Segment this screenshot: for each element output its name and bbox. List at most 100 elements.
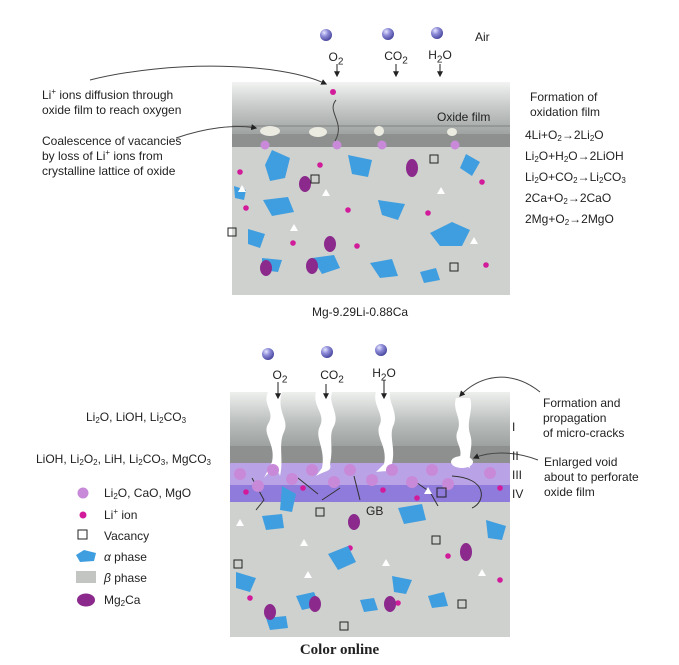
reaction-equation: Li2O+CO2→Li2CO3 bbox=[525, 170, 626, 185]
li-ion bbox=[300, 485, 306, 491]
oxide-circle bbox=[252, 480, 264, 492]
vacancy bbox=[429, 154, 439, 164]
white-triangle bbox=[382, 559, 390, 566]
li-ion bbox=[243, 489, 249, 495]
vacancy bbox=[315, 507, 325, 517]
li-ion bbox=[479, 179, 485, 185]
bottom-molecules bbox=[262, 344, 387, 360]
oxide-circle bbox=[267, 464, 279, 476]
white-triangle bbox=[424, 487, 432, 494]
figure-caption: Color online bbox=[299, 642, 380, 658]
white-triangle bbox=[470, 237, 478, 244]
alloy-label: Mg-9.29Li-0.88Ca bbox=[312, 305, 409, 319]
legend-oxide-label: Li2O, CaO, MgO bbox=[104, 486, 192, 501]
top-oxide-circles bbox=[260, 140, 460, 150]
oxide-circle bbox=[484, 467, 496, 479]
top-alpha-phase bbox=[234, 150, 480, 283]
vacancy bbox=[339, 621, 349, 631]
bottom-gas-co2: CO2 bbox=[320, 368, 344, 386]
micro-cracks-leader-line bbox=[459, 376, 541, 397]
li-ion bbox=[330, 89, 336, 95]
grain-boundary bbox=[297, 477, 319, 495]
oxide-circle bbox=[260, 140, 270, 150]
bottom-gas-h2o: H2O bbox=[372, 366, 396, 384]
top-voids bbox=[260, 126, 457, 137]
white-triangle bbox=[322, 189, 330, 196]
oxide-circle bbox=[344, 464, 356, 476]
reaction-equation: 2Ca+O2→2CaO bbox=[525, 191, 612, 206]
li-ion bbox=[497, 485, 503, 491]
li-ion bbox=[414, 495, 420, 501]
li-ion bbox=[317, 162, 323, 168]
layer-numeral-IV: IV bbox=[512, 487, 524, 501]
molecule-icon bbox=[382, 28, 394, 40]
diffusion-leader-line bbox=[89, 65, 328, 85]
legend-beta-phase-icon bbox=[76, 571, 96, 583]
mg2ca-particle bbox=[299, 176, 311, 192]
vacancies-leader-line bbox=[175, 124, 258, 139]
alpha-phase-grain bbox=[360, 598, 378, 612]
li-ion bbox=[497, 577, 503, 583]
legend-vacancy-icon bbox=[77, 529, 88, 540]
top-vacancies bbox=[227, 154, 459, 272]
micro-crack bbox=[315, 392, 336, 476]
enlarged-void bbox=[451, 456, 473, 468]
mg2ca-particle bbox=[324, 236, 336, 252]
micro-cracks bbox=[264, 392, 473, 478]
mg2ca-particle bbox=[309, 596, 321, 612]
top-molecules bbox=[320, 27, 443, 41]
oxide-circle bbox=[442, 478, 454, 490]
alpha-phase-grain bbox=[265, 150, 290, 181]
alpha-phase-grain bbox=[236, 572, 256, 592]
void bbox=[374, 126, 384, 136]
legend-oxide-circle-icon bbox=[77, 487, 89, 499]
micro-crack bbox=[455, 398, 472, 468]
top-li-ions bbox=[237, 89, 489, 268]
li-ion bbox=[380, 487, 386, 493]
vacancy bbox=[431, 535, 441, 545]
li-ion bbox=[345, 207, 351, 213]
top-mg2ca bbox=[260, 159, 418, 276]
mg2ca-particle bbox=[260, 260, 272, 276]
alpha-phase-grain bbox=[262, 514, 284, 530]
legend-mg2ca-label: Mg2Ca bbox=[104, 593, 141, 608]
legend-mg2ca-icon bbox=[77, 593, 95, 607]
oxide-circle bbox=[386, 464, 398, 476]
legend-li-ion-label: Li+ ion bbox=[104, 507, 138, 523]
bottom-mg2ca bbox=[264, 514, 472, 620]
alpha-phase-grain bbox=[348, 155, 372, 177]
alpha-phase-grain bbox=[430, 222, 470, 246]
mg2ca-particle bbox=[406, 159, 418, 177]
li-ion bbox=[290, 240, 296, 246]
oxide-circle bbox=[426, 464, 438, 476]
legend-alpha-label: α phase bbox=[104, 550, 147, 564]
grain-boundary bbox=[353, 475, 361, 501]
white-triangle bbox=[236, 519, 244, 526]
li-ion bbox=[445, 553, 451, 559]
grain-boundary bbox=[321, 487, 341, 501]
layer-numeral-I: I bbox=[512, 420, 516, 434]
bottom-layer-II bbox=[230, 446, 510, 463]
white-triangle bbox=[300, 539, 308, 546]
vacancy bbox=[457, 599, 467, 609]
white-triangle bbox=[304, 571, 312, 578]
void bbox=[309, 127, 327, 137]
alpha-phase-grain bbox=[420, 268, 440, 283]
alpha-phase-grain bbox=[312, 255, 340, 274]
oxide-circle bbox=[286, 473, 298, 485]
top-gas-co2: CO2 bbox=[384, 49, 408, 67]
alpha-phase-grain bbox=[486, 520, 506, 540]
layer-numeral-III: III bbox=[512, 468, 523, 482]
white-triangle bbox=[238, 185, 246, 192]
molecule-icon bbox=[375, 344, 387, 356]
layer-label-2: LiOH, Li2O2, LiH, Li2CO3, MgCO3 bbox=[36, 452, 211, 467]
white-triangle bbox=[290, 224, 298, 231]
legend-li-ion-icon bbox=[79, 511, 87, 519]
alpha-phase-grain bbox=[280, 486, 296, 512]
top-gas-h2o: H2O bbox=[428, 48, 452, 66]
micro-crack bbox=[375, 392, 395, 472]
